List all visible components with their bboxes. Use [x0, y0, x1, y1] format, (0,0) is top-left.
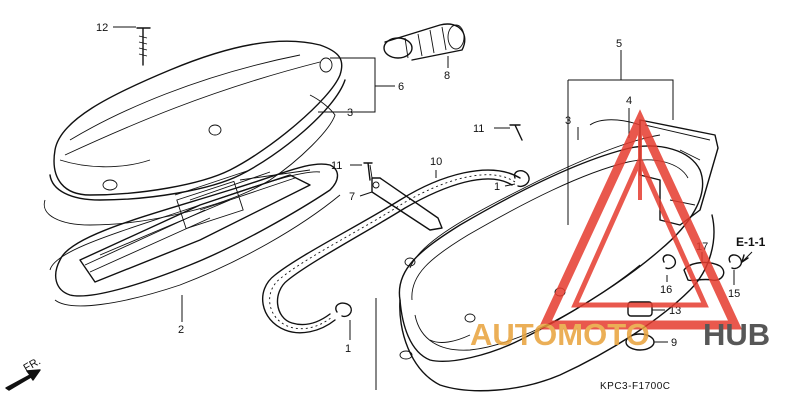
clip-15	[728, 254, 743, 270]
clip-1-upper	[513, 170, 530, 188]
callout-2: 2	[178, 324, 184, 336]
diagram-code: KPC3-F1700C	[600, 381, 671, 392]
front-direction-arrow: FR.	[5, 355, 43, 391]
watermark-triangle-logo	[537, 109, 743, 330]
connecting-tube-8	[383, 23, 466, 61]
callout-13: 13	[669, 305, 681, 317]
callout-3-left: 3	[347, 107, 353, 119]
callout-12: 12	[96, 22, 108, 34]
callout-11-upper: 11	[473, 123, 484, 135]
case-gasket	[49, 171, 321, 271]
cover-seal-gasket	[43, 94, 336, 226]
watermark-brand-first: AUTOMOTO	[470, 317, 650, 352]
reference-e-1-1: E-1-1	[736, 235, 766, 263]
callout-5: 5	[616, 38, 622, 50]
bracket-7	[369, 164, 443, 231]
clip-1-lower	[335, 302, 352, 318]
callout-16: 16	[660, 284, 672, 296]
callout-8: 8	[444, 70, 450, 82]
callout-1-upper: 1	[494, 181, 500, 193]
callout-9: 9	[671, 337, 677, 349]
screw-11-right	[509, 124, 523, 141]
screw-12	[136, 27, 151, 66]
leader-lines	[113, 26, 735, 390]
intake-duct-5	[589, 119, 719, 226]
callout-4: 4	[626, 95, 632, 107]
clamp-13	[627, 301, 653, 317]
breather-tube-10	[261, 169, 521, 334]
callout-1-lower: 1	[345, 343, 351, 355]
callout-7: 7	[349, 191, 355, 203]
callout-15: 15	[728, 288, 740, 300]
callout-11-middle: 11	[331, 160, 342, 172]
clip-16	[662, 254, 677, 270]
callout-3-right: 3	[565, 115, 571, 127]
brand-watermark: AUTOMOTO HUB	[470, 109, 770, 352]
air-cleaner-cover	[49, 40, 346, 201]
callout-10: 10	[430, 156, 442, 168]
air-filter-element	[54, 163, 341, 307]
watermark-brand-second: HUB	[703, 317, 770, 352]
callout-6: 6	[398, 81, 404, 93]
reference-label: E-1-1	[736, 235, 766, 249]
screw-11-left	[363, 162, 373, 181]
